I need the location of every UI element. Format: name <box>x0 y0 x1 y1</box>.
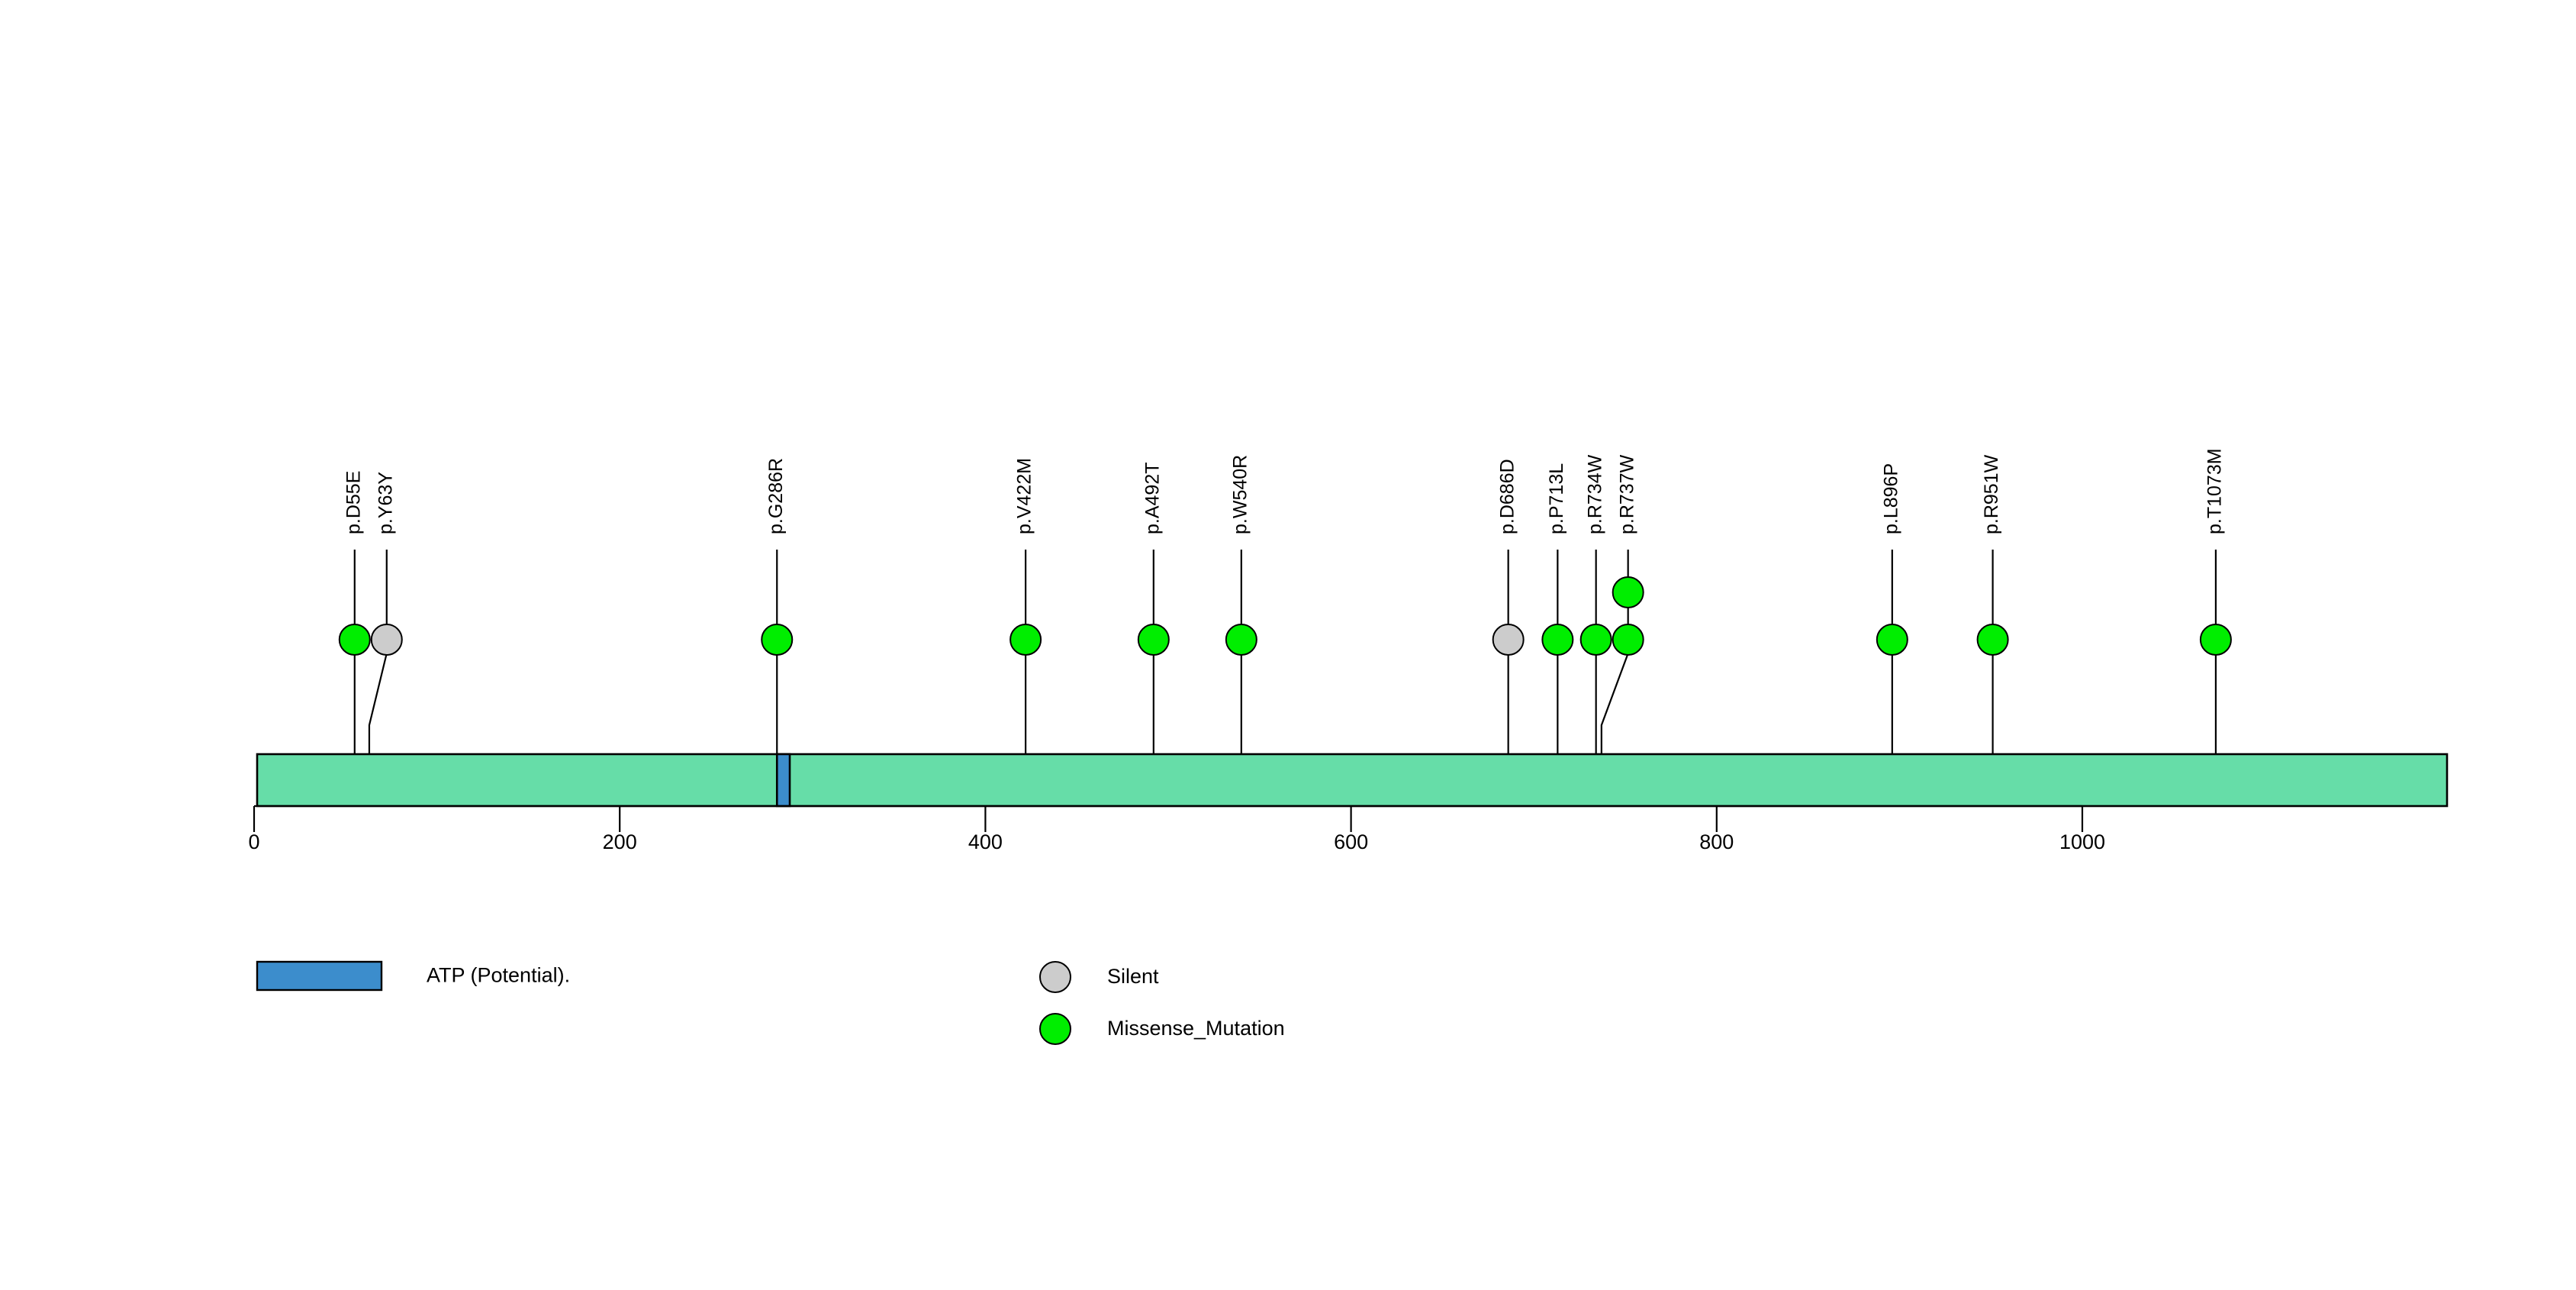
mutation-label: p.Y63Y <box>375 472 396 534</box>
mutation-marker[interactable]: p.D55E (Missense_Mutation) <box>338 624 371 656</box>
mutation-marker[interactable]: p.R951W (Missense_Mutation) <box>1976 624 2009 656</box>
x-axis-tick-label: 800 <box>1699 830 1734 853</box>
mutation-marker[interactable]: p.T1073M (Missense_Mutation) <box>2199 624 2232 656</box>
mutation-label: p.A492T <box>1141 462 1163 534</box>
legend-domain-label: ATP (Potential). <box>427 964 570 987</box>
mutation-label: p.P713L <box>1546 463 1567 534</box>
mutation-label: p.L896P <box>1880 463 1901 534</box>
x-axis-tick-label: 1000 <box>2059 830 2105 853</box>
mutation-marker[interactable]: p.P713L (Missense_Mutation) <box>1541 624 1574 656</box>
mutation-marker[interactable]: p.D686D (Silent) <box>1492 624 1525 656</box>
mutation-marker[interactable]: p.A492T (Missense_Mutation) <box>1137 624 1170 656</box>
protein-domains-layer: ATP (Potential). <box>775 753 791 808</box>
legend-mutation-swatch <box>1039 961 1071 993</box>
mutation-markers-layer: p.D55E (Missense_Mutation)p.Y63Y (Silent… <box>338 576 2232 656</box>
legend-mutation-label: Silent <box>1107 965 1159 988</box>
legend-mutation-swatch <box>1039 1013 1071 1045</box>
x-axis-tick-label: 400 <box>968 830 1003 853</box>
legend-domain-swatch <box>256 960 383 992</box>
mutation-label: p.G286R <box>765 458 787 534</box>
mutation-marker[interactable]: p.L896P (Missense_Mutation) <box>1876 624 1908 656</box>
mutation-labels-layer: p.D55E p.Y63Y p.G286R p.V422M p.A492T p.W540R… <box>343 448 2225 534</box>
x-axis-tick-label: 200 <box>603 830 637 853</box>
mutation-marker[interactable]: p.V422M (Missense_Mutation) <box>1009 624 1042 656</box>
mutation-marker[interactable]: p.Y63Y (Silent) <box>370 624 403 656</box>
x-axis-tick-label: 0 <box>248 830 259 853</box>
mutation-label: p.V422M <box>1014 458 1035 534</box>
mutation-marker[interactable]: p.G286R (Missense_Mutation) <box>761 624 794 656</box>
mutation-label: p.D55E <box>343 471 364 534</box>
mutation-stems-layer <box>353 550 2217 754</box>
mutation-marker[interactable]: p.R734W (Missense_Mutation) <box>1579 624 1612 656</box>
mutation-label: p.R734W <box>1584 454 1605 534</box>
protein-backbone <box>256 753 2449 808</box>
mutation-label: p.T1073M <box>2204 448 2226 534</box>
mutation-stem <box>368 550 388 754</box>
legend-mutation-label: Missense_Mutation <box>1107 1017 1285 1040</box>
mutation-label: p.R951W <box>1981 454 2002 534</box>
x-axis-tick-label: 600 <box>1334 830 1368 853</box>
mutation-marker[interactable]: p.R737W (Missense_Mutation) <box>1612 576 1644 608</box>
mutation-label: p.R737W <box>1616 454 1637 534</box>
mutation-marker[interactable]: p.R737W (Missense_Mutation) <box>1612 624 1644 656</box>
mutation-label: p.W540R <box>1229 455 1251 534</box>
mutation-label: p.D686D <box>1496 459 1518 534</box>
protein-domain-0[interactable]: ATP (Potential). <box>775 753 791 808</box>
mutation-marker[interactable]: p.W540R (Missense_Mutation) <box>1225 624 1257 656</box>
protein-backbone-layer <box>256 753 2449 808</box>
x-axis-layer: 0 200 400 600 800 1000 <box>248 805 2105 853</box>
